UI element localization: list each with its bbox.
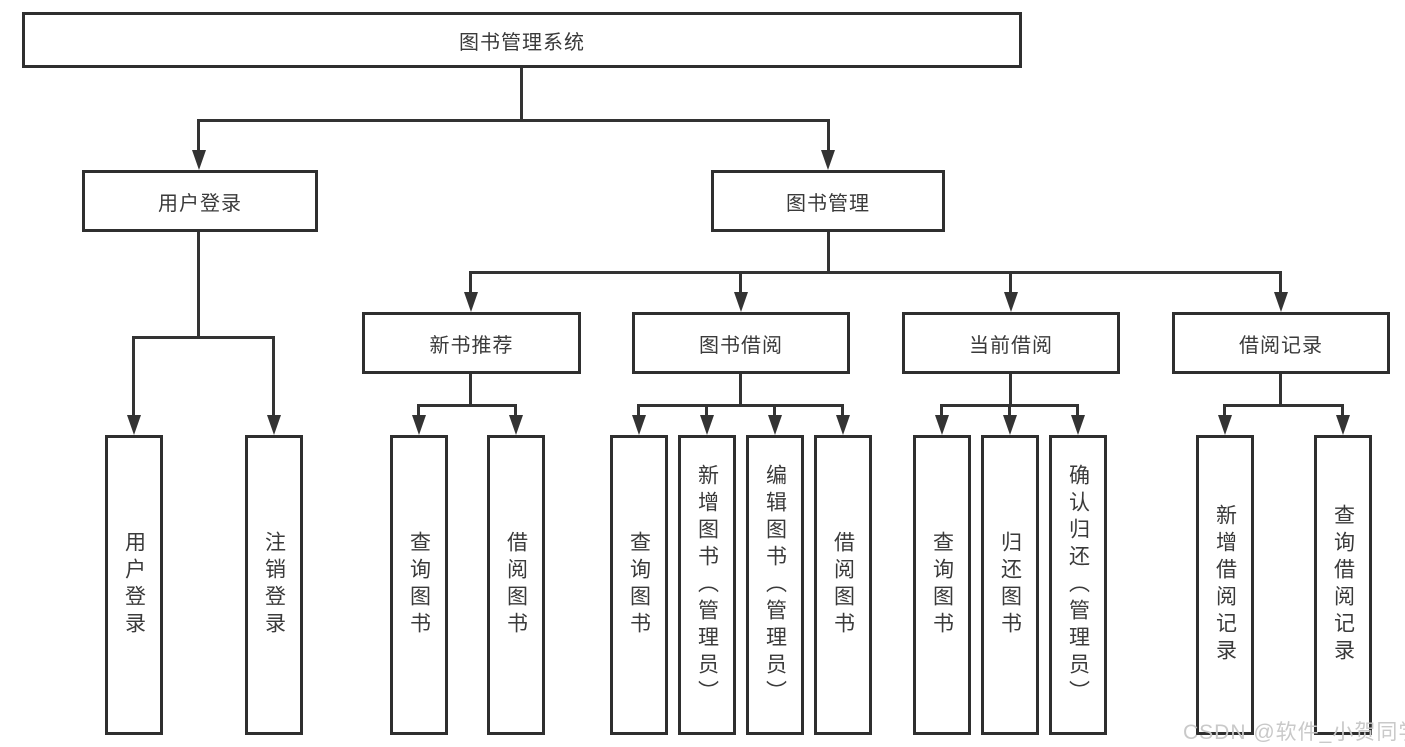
connector <box>1279 271 1282 295</box>
leaf-return-books: 归还图书 <box>981 435 1039 735</box>
node-borrow-record: 借阅记录 <box>1172 312 1390 374</box>
leaf-user-login: 用户登录 <box>105 435 163 735</box>
node-root-label: 图书管理系统 <box>459 31 585 54</box>
arrowhead-icon <box>1218 415 1232 435</box>
connector <box>739 271 742 295</box>
node-book-management-label: 图书管理 <box>786 192 870 215</box>
arrowhead-icon <box>509 415 523 435</box>
arrowhead-icon <box>734 292 748 312</box>
node-book-borrow-label: 图书借阅 <box>699 334 783 357</box>
leaf-recommend-borrow-books: 借阅图书 <box>487 435 545 735</box>
leaf-edit-books-admin: 编辑图书（管理员） <box>746 435 804 735</box>
node-user-login: 用户登录 <box>82 170 318 232</box>
arrowhead-icon <box>464 292 478 312</box>
arrowhead-icon <box>768 415 782 435</box>
leaf-recommend-query-books: 查询图书 <box>390 435 448 735</box>
leaf-add-books-admin: 新增图书（管理员） <box>678 435 736 735</box>
node-current-borrow: 当前借阅 <box>902 312 1120 374</box>
arrowhead-icon <box>935 415 949 435</box>
arrowhead-icon <box>267 415 281 435</box>
leaf-borrow-query-books: 查询图书 <box>610 435 668 735</box>
connector <box>1279 374 1282 405</box>
arrowhead-icon <box>1004 292 1018 312</box>
leaf-return-books-label: 归还图书 <box>998 531 1022 639</box>
connector <box>272 336 275 416</box>
connector <box>773 404 776 418</box>
connector <box>841 404 844 418</box>
csdn-watermark: CSDN @软件_小贺同学 <box>1183 721 1405 744</box>
node-book-management: 图书管理 <box>711 170 945 232</box>
leaf-logout-label: 注销登录 <box>262 531 286 639</box>
connector <box>827 119 830 152</box>
leaf-confirm-return-admin-label: 确认归还（管理员） <box>1066 463 1090 707</box>
connector <box>739 374 742 405</box>
connector <box>417 404 420 418</box>
connector <box>1076 404 1079 418</box>
connector <box>637 404 844 407</box>
leaf-edit-books-admin-label: 编辑图书（管理员） <box>763 463 787 707</box>
leaf-recommend-query-books-label: 查询图书 <box>407 531 431 639</box>
node-book-borrow: 图书借阅 <box>632 312 850 374</box>
node-borrow-record-label: 借阅记录 <box>1239 334 1323 357</box>
connector <box>197 119 829 122</box>
arrowhead-icon <box>1003 415 1017 435</box>
arrowhead-icon <box>192 150 206 170</box>
leaf-borrow-books-label: 借阅图书 <box>831 531 855 639</box>
leaf-add-borrow-record: 新增借阅记录 <box>1196 435 1254 735</box>
arrowhead-icon <box>1274 292 1288 312</box>
connector <box>1009 271 1012 295</box>
leaf-borrow-books: 借阅图书 <box>814 435 872 735</box>
leaf-recommend-borrow-books-label: 借阅图书 <box>504 531 528 639</box>
connector <box>940 404 943 418</box>
leaf-add-borrow-record-label: 新增借阅记录 <box>1213 504 1237 666</box>
leaf-logout: 注销登录 <box>245 435 303 735</box>
connector <box>1009 374 1012 405</box>
connector <box>705 404 708 418</box>
connector <box>469 374 472 405</box>
arrowhead-icon <box>1071 415 1085 435</box>
leaf-add-books-admin-label: 新增图书（管理员） <box>695 463 719 707</box>
connector <box>197 232 200 337</box>
arrowhead-icon <box>1336 415 1350 435</box>
arrowhead-icon <box>821 150 835 170</box>
node-new-book-recommend-label: 新书推荐 <box>429 334 514 357</box>
connector <box>1008 404 1011 418</box>
connector <box>132 336 275 339</box>
leaf-current-query-books-label: 查询图书 <box>930 531 954 639</box>
arrowhead-icon <box>700 415 714 435</box>
leaf-user-login-label: 用户登录 <box>122 531 146 639</box>
connector <box>637 404 640 418</box>
leaf-current-query-books: 查询图书 <box>913 435 971 735</box>
connector <box>1223 404 1226 418</box>
connector <box>469 271 472 295</box>
arrowhead-icon <box>412 415 426 435</box>
connector <box>520 68 523 120</box>
node-user-login-label: 用户登录 <box>158 192 242 215</box>
connector <box>417 404 517 407</box>
connector <box>1341 404 1344 418</box>
leaf-confirm-return-admin: 确认归还（管理员） <box>1049 435 1107 735</box>
connector <box>514 404 517 418</box>
connector <box>827 232 830 272</box>
node-root: 图书管理系统 <box>22 12 1022 68</box>
node-new-book-recommend: 新书推荐 <box>362 312 581 374</box>
connector <box>469 271 1282 274</box>
connector <box>1223 404 1344 407</box>
connector <box>197 119 200 152</box>
leaf-borrow-query-books-label: 查询图书 <box>627 531 651 639</box>
node-current-borrow-label: 当前借阅 <box>969 334 1053 357</box>
arrowhead-icon <box>127 415 141 435</box>
arrowhead-icon <box>836 415 850 435</box>
leaf-query-borrow-record-label: 查询借阅记录 <box>1331 504 1355 666</box>
leaf-query-borrow-record: 查询借阅记录 <box>1314 435 1372 735</box>
arrowhead-icon <box>632 415 646 435</box>
connector <box>132 336 135 416</box>
